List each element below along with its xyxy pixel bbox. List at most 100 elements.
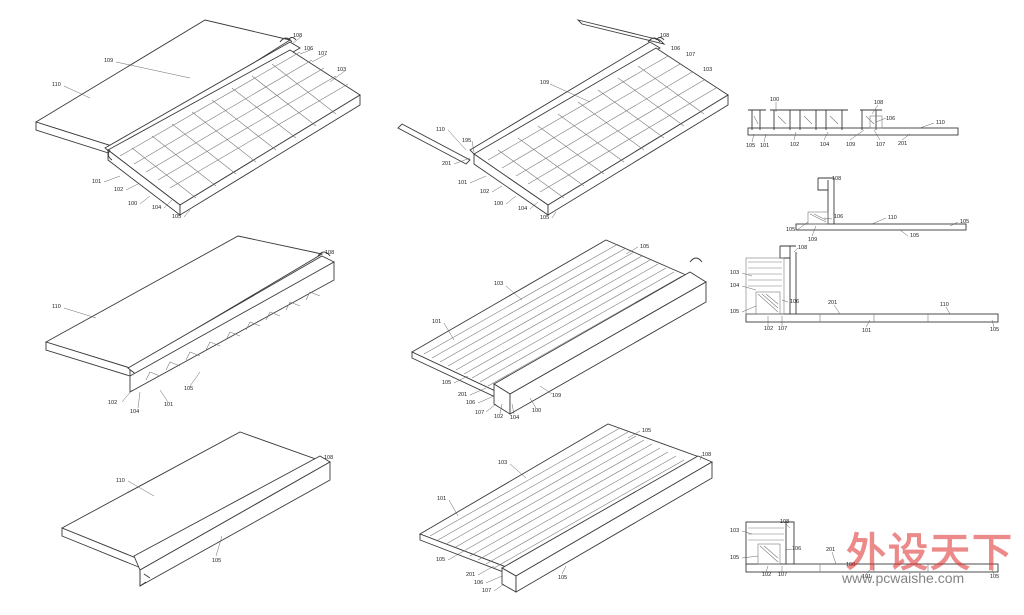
fig-j-label-0: 103 [730,528,739,534]
figure-e-labels: 105 103 101 201 106 107 102 104 100 109 … [432,244,649,421]
fig-b-label-0: 110 [436,127,445,133]
fig-g-label-6: 110 [940,302,949,308]
fig-j-label-9: 105 [990,574,999,580]
figure-c-side-section [747,109,959,136]
figure-d-labels: 110 108 102 104 101 105 [52,250,334,415]
fig-c-label-7: 101 [760,143,769,149]
fig-j-label-5: 102 [762,572,771,578]
fig-e-label-9: 109 [552,393,561,399]
fig-i-label-6: 105 [558,575,567,581]
fig-b-label-5: 107 [686,52,695,58]
figure-b-labels: 110 195 201 108 106 107 103 101 102 100 … [436,33,712,221]
fig-g-label-4: 108 [798,245,807,251]
fig-d-label-4: 101 [164,402,173,408]
fig-c-label-8: 102 [790,142,799,148]
fig-e-label-4: 106 [466,400,475,406]
figure-c-labels: 100 108 106 109 107 201 105 101 102 110 … [746,97,945,149]
fig-c-label-4: 107 [876,142,885,148]
fig-g-label-3: 106 [790,299,799,305]
fig-g-label-2: 105 [730,309,739,315]
figure-j-side-section-closed [745,521,999,573]
fig-g-label-7: 102 [764,326,773,332]
fig-j-label-8: 101 [862,574,871,580]
figure-f-labels: 108 106 105 109 110 105 105 [786,176,969,243]
figure-f-side-section [795,177,967,231]
fig-a-label-5: 103 [337,67,346,73]
fig-e-label-6: 102 [494,414,503,420]
fig-i-label-1: 103 [498,460,507,466]
fig-b-label-6: 103 [703,67,712,73]
fig-j-label-3: 106 [792,546,801,552]
fig-b-label-8: 102 [480,189,489,195]
fig-g-label-0: 103 [730,270,739,276]
fig-c-label-9: 110 [936,120,945,126]
fig-b-label-2: 201 [442,161,451,167]
fig-j-label-4: 201 [826,547,835,553]
fig-f-label-4: 110 [888,215,897,221]
fig-b-label-1: 195 [462,138,471,144]
fig-a-label-8: 100 [128,201,137,207]
fig-i-label-4: 106 [474,580,483,586]
fig-a-label-10: 105 [172,214,181,220]
fig-a-label-7: 102 [114,187,123,193]
fig-i-label-5: 107 [482,588,491,594]
fig-g-label-10: 105 [990,327,999,333]
figure-g-side-section-detail [745,245,999,323]
figure-g-labels: 103 104 105 106 108 201 110 102 107 101 … [730,245,999,334]
fig-c-label-3: 109 [846,142,855,148]
fig-a-label-2: 108 [293,33,302,39]
fig-h-label-0: 110 [116,478,125,484]
fig-a-label-0: 110 [52,82,61,88]
fig-g-label-9: 101 [862,328,871,334]
fig-j-label-7: 100 [846,562,855,568]
fig-e-label-2: 101 [432,319,441,325]
fig-i-label-7: 108 [702,452,711,458]
fig-e-label-5: 107 [475,410,484,416]
fig-g-label-1: 104 [730,283,739,289]
figure-i-labels: 105 103 101 201 106 107 105 108 105 [436,428,711,594]
fig-d-label-2: 102 [108,400,117,406]
fig-c-label-0: 100 [770,97,779,103]
fig-c-label-1: 108 [874,100,883,106]
figure-a-keyboard-cover-open [34,19,361,216]
figure-d-keyboard-folded [44,235,335,393]
fig-b-label-4: 106 [671,46,680,52]
figure-i-keycap-frame-closed [418,423,713,593]
fig-b-label-9: 100 [494,201,503,207]
fig-h-label-1: 108 [324,455,333,461]
fig-c-label-10: 104 [820,142,829,148]
fig-i-label-extra-105: 105 [436,557,445,563]
figure-h-keyboard-closed [60,431,331,587]
fig-b-label-3: 108 [660,33,669,39]
fig-a-label-9: 104 [152,205,161,211]
fig-a-label-3: 106 [304,46,313,52]
fig-j-label-2: 105 [730,555,739,561]
fig-f-label-1: 106 [834,214,843,220]
fig-i-label-3: 201 [466,572,475,578]
fig-d-label-0: 110 [52,304,61,310]
fig-f-label-3: 109 [808,237,817,243]
fig-e-label-3: 201 [458,392,467,398]
fig-b-label-extra-109: 109 [540,80,549,86]
fig-e-label-8: 100 [532,408,541,414]
fig-j-label-1: 108 [780,519,789,525]
fig-g-label-8: 107 [778,326,787,332]
fig-c-label-2: 106 [886,116,895,122]
fig-i-label-2: 101 [437,496,446,502]
fig-a-label-1: 109 [104,58,113,64]
fig-g-label-5: 201 [828,300,837,306]
fig-d-label-3: 104 [130,409,139,415]
fig-b-label-10: 104 [518,206,527,212]
figure-h-labels: 110 108 105 [116,455,333,564]
fig-e-label-1: 103 [494,281,503,287]
watermark: 外设天下 www.pcwaishe.com [832,520,1022,612]
fig-e-label-7: 104 [510,415,519,421]
fig-d-label-5: 105 [184,386,193,392]
fig-b-label-11: 105 [540,215,549,221]
figure-b-keyboard-cover-flat [397,19,729,216]
fig-b-label-7: 101 [458,180,467,186]
fig-c-label-5: 201 [898,141,907,147]
fig-a-label-6: 101 [92,179,101,185]
figure-a-labels: 110 109 108 106 107 103 101 102 100 104 … [52,33,346,220]
